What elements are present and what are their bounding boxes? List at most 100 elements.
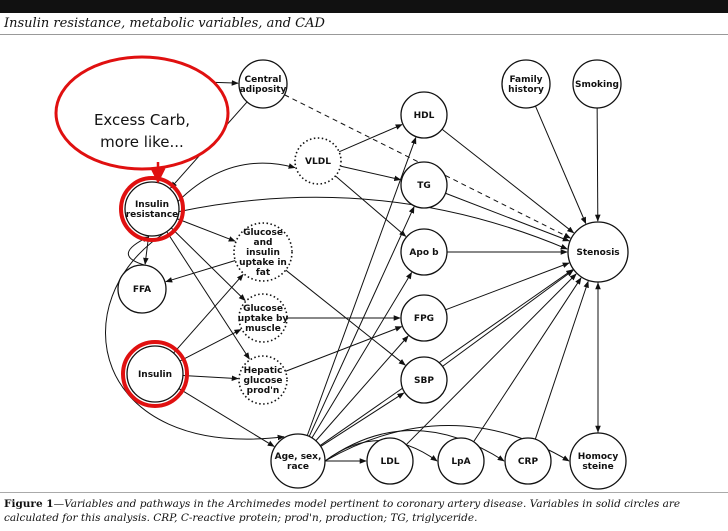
caption-text: —Variables and pathways in the Archimede… xyxy=(4,498,681,524)
edge-age-sex-race-to-stenosis xyxy=(319,269,574,446)
header-rule xyxy=(0,34,728,35)
edge-age-sex-race-to-hdl xyxy=(306,136,417,436)
edge-vldl-to-hdl xyxy=(338,124,403,153)
node-label-lpa-0: LpA xyxy=(451,457,470,467)
node-circle-central-adiposity xyxy=(238,59,288,109)
node-smoking: Smoking xyxy=(572,59,622,109)
edge-age-sex-race-to-tg xyxy=(308,206,415,437)
edge-age-sex-race-to-fpg xyxy=(315,335,409,442)
annotation-callout: Excess Carb, more like... xyxy=(54,55,230,184)
node-label-family-history-0: Family xyxy=(509,75,542,85)
node-label-hepatic-glucose-prod-2: prod'n xyxy=(247,386,280,396)
node-label-age-sex-race-1: race xyxy=(287,462,309,472)
node-circle-crp xyxy=(504,437,552,485)
node-label-smoking-0: Smoking xyxy=(575,80,619,90)
pathway-diagram: Excessenergyfrom dietCentraladiposityFam… xyxy=(54,55,629,490)
edge-insulin-resistance-to-glucose-insulin-uptake-fat xyxy=(176,218,236,242)
node-label-glucose-uptake-muscle-2: muscle xyxy=(245,324,281,334)
annotation-line-2: more like... xyxy=(100,133,184,151)
node-label-tg-0: TG xyxy=(417,181,431,191)
edge-smoking-to-stenosis xyxy=(594,107,601,222)
edge-age-sex-race-to-crp xyxy=(324,430,505,462)
node-circle-apo-b xyxy=(400,228,448,276)
node-label-homocysteine-1: steine xyxy=(582,462,613,472)
edge-lpa-to-stenosis xyxy=(473,277,582,443)
annotation-line-1: Excess Carb, xyxy=(94,111,190,129)
node-circle-hdl xyxy=(400,91,448,139)
node-vldl: VLDL xyxy=(294,137,342,185)
node-circle-homocysteine xyxy=(569,432,627,490)
figure-caption: Figure 1—Variables and pathways in the A… xyxy=(4,497,724,525)
node-label-apo-b-0: Apo b xyxy=(409,248,439,258)
node-circle-insulin xyxy=(126,345,184,403)
node-crp: CRP xyxy=(504,437,552,485)
node-label-crp-0: CRP xyxy=(518,457,539,467)
edge-family-history-to-stenosis xyxy=(534,105,587,225)
node-label-fpg-0: FPG xyxy=(414,314,434,324)
node-lpa: LpA xyxy=(437,437,485,485)
edge-insulin-resistance-to-vldl xyxy=(177,162,296,202)
node-circle-ffa xyxy=(117,264,167,314)
edge-insulin-resistance-to-hepatic-glucose-prod xyxy=(166,231,250,360)
caption-label: Figure 1 xyxy=(4,498,54,510)
node-label-ldl-0: LDL xyxy=(381,457,400,467)
edge-insulin-resistance-to-glucose-uptake-muscle xyxy=(170,227,246,301)
node-label-hepatic-glucose-prod-1: glucose xyxy=(244,376,283,386)
node-label-insulin-0: Insulin xyxy=(138,370,172,380)
edge-hdl-to-stenosis xyxy=(441,128,575,234)
edge-age-sex-race-to-sbp xyxy=(320,392,405,447)
node-label-insulin-resistance-0: Insulin xyxy=(135,200,169,210)
node-label-vldl-0: VLDL xyxy=(305,157,331,167)
edge-fpg-to-stenosis xyxy=(445,262,570,311)
caption-rule xyxy=(0,492,728,493)
node-circle-hepatic-glucose-prod xyxy=(238,355,288,405)
node-label-glucose-insulin-uptake-fat-3: uptake in xyxy=(239,258,287,268)
node-fpg: FPG xyxy=(400,294,448,342)
node-circle-tg xyxy=(400,161,448,209)
node-label-hepatic-glucose-prod-0: Hepatic xyxy=(244,366,283,376)
node-circle-lpa xyxy=(437,437,485,485)
highlight-ring-insulin xyxy=(121,340,189,408)
node-label-central-adiposity-0: Central xyxy=(244,75,281,85)
edge-ldl-to-stenosis xyxy=(405,273,577,446)
node-label-glucose-insulin-uptake-fat-2: insulin xyxy=(246,248,280,258)
edge-tg-to-stenosis xyxy=(445,192,570,242)
node-label-age-sex-race-0: Age, sex, xyxy=(275,452,322,462)
node-label-stenosis-0: Stenosis xyxy=(576,248,619,258)
node-circle-fpg xyxy=(400,294,448,342)
node-sbp: SBP xyxy=(400,356,448,404)
node-circle-vldl xyxy=(294,137,342,185)
node-circle-glucose-insulin-uptake-fat xyxy=(233,222,293,282)
annotation-ellipse xyxy=(54,55,230,171)
edge-insulin-to-hepatic-glucose-prod xyxy=(182,375,239,382)
node-label-central-adiposity-1: adiposity xyxy=(240,85,287,95)
node-label-glucose-insulin-uptake-fat-4: fat xyxy=(256,268,271,278)
edge-insulin-to-age-sex-race xyxy=(178,388,275,447)
edge-age-sex-race-to-apo-b xyxy=(311,271,413,439)
node-insulin: Insulin xyxy=(121,340,189,408)
node-apo-b: Apo b xyxy=(400,228,448,276)
node-circle-stenosis xyxy=(567,221,629,283)
edge-hepatic-glucose-prod-to-fpg xyxy=(285,326,403,372)
node-age-sex-race: Age, sex,race xyxy=(270,433,326,489)
node-label-hdl-0: HDL xyxy=(414,111,435,121)
node-ldl: LDL xyxy=(366,437,414,485)
node-label-glucose-uptake-muscle-0: Glucose xyxy=(243,304,283,314)
node-circle-sbp xyxy=(400,356,448,404)
node-label-sbp-0: SBP xyxy=(414,376,434,386)
node-ffa: FFA xyxy=(117,264,167,314)
edge-glucose-insulin-uptake-fat-to-ffa xyxy=(165,260,236,283)
node-label-glucose-insulin-uptake-fat-1: and xyxy=(254,238,273,248)
node-circle-age-sex-race xyxy=(270,433,326,489)
node-label-homocysteine-0: Homocy xyxy=(578,452,619,462)
node-stenosis: Stenosis xyxy=(567,221,629,283)
node-circle-glucose-uptake-muscle xyxy=(238,293,288,343)
node-label-family-history-1: history xyxy=(508,85,544,95)
node-label-glucose-uptake-muscle-1: uptake by xyxy=(238,314,289,324)
node-label-ffa-0: FFA xyxy=(133,285,151,295)
